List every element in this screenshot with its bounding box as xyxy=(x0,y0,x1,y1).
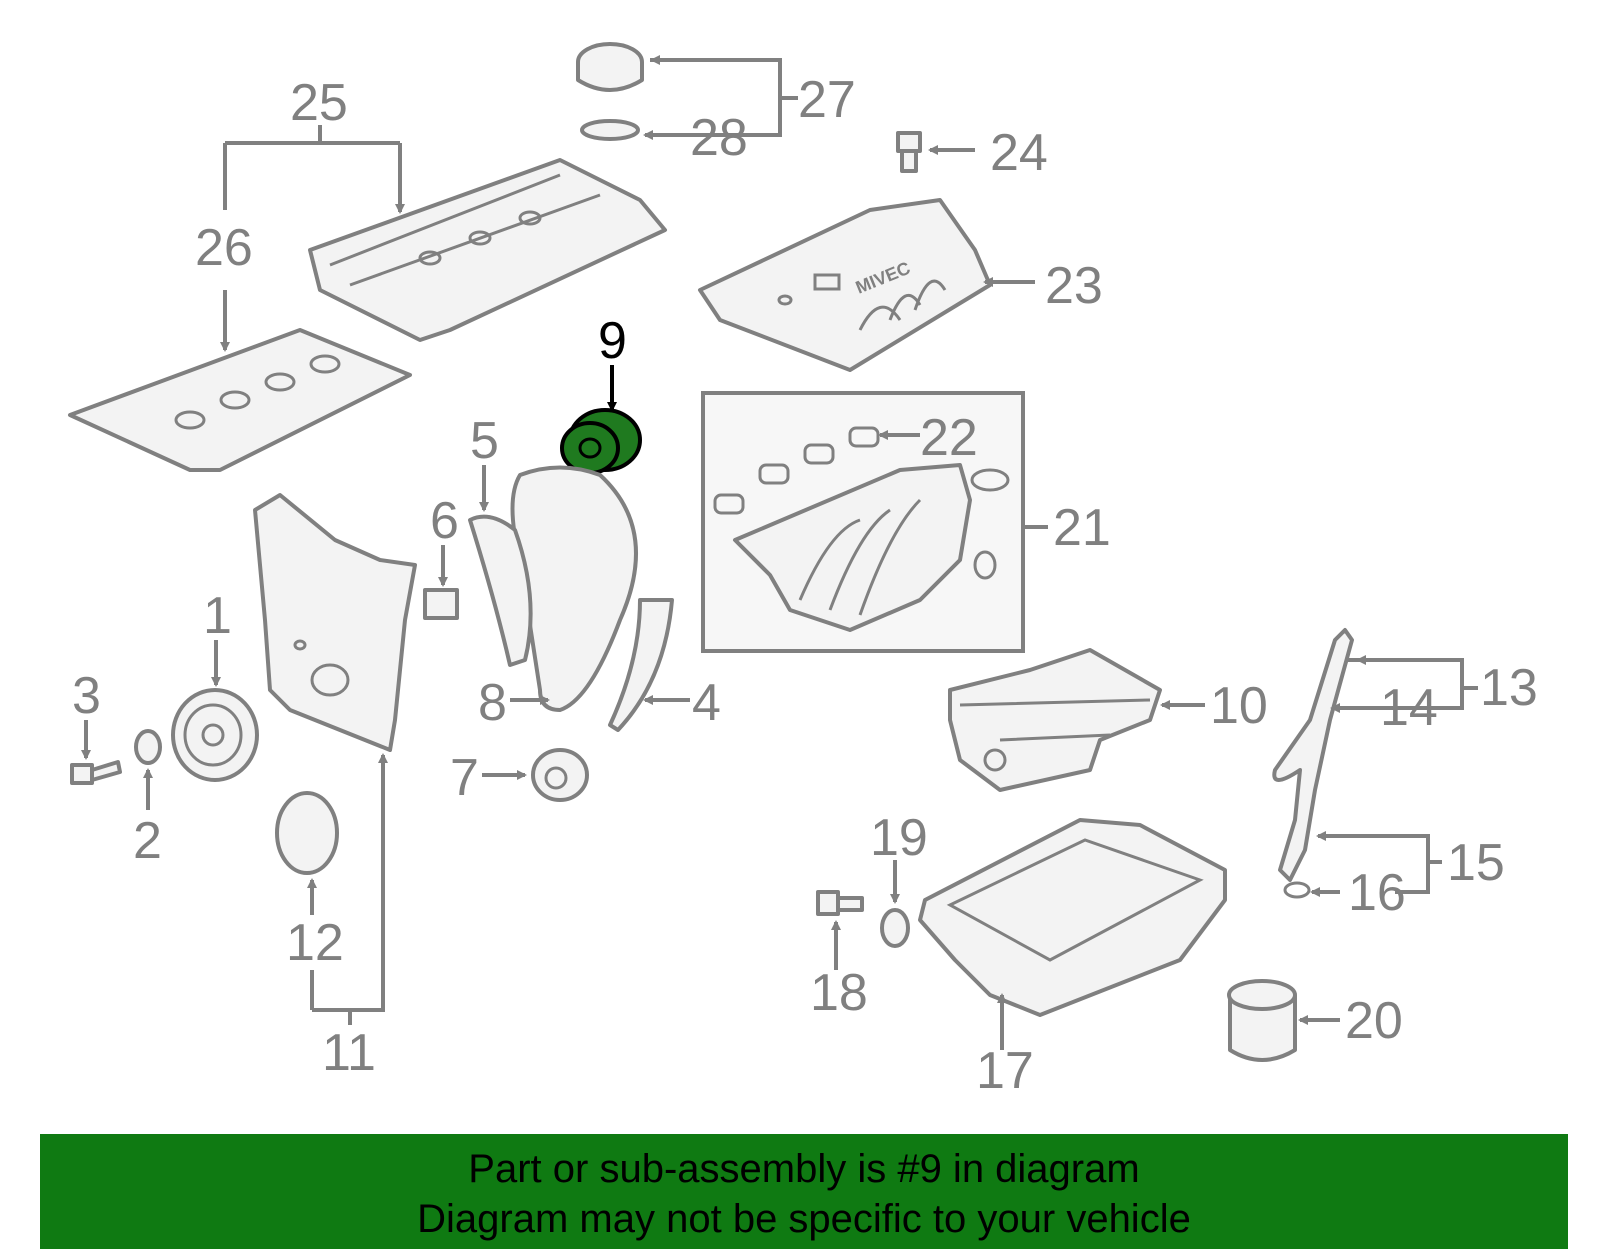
label-27: 27 xyxy=(798,71,856,129)
label-1: 1 xyxy=(203,587,232,645)
crank-sprocket-part xyxy=(531,748,589,802)
label-8: 8 xyxy=(478,674,507,732)
drain-washer-part xyxy=(880,908,910,948)
label-17: 17 xyxy=(976,1042,1034,1100)
label-20: 20 xyxy=(1345,992,1403,1050)
cover-bolt-part xyxy=(896,131,922,173)
oil-filler-cap-part xyxy=(576,42,644,141)
label-2: 2 xyxy=(133,812,162,870)
chain-guide-4-part xyxy=(608,598,674,732)
crank-pulley-part xyxy=(171,688,259,782)
timing-cover-part xyxy=(253,493,417,752)
label-18: 18 xyxy=(810,964,868,1022)
intake-manifold-part xyxy=(713,426,1010,632)
label-25: 25 xyxy=(290,74,348,132)
label-9: 9 xyxy=(598,312,627,370)
washer-part xyxy=(134,729,162,765)
highlighted-part-9[interactable] xyxy=(560,408,642,475)
label-24: 24 xyxy=(990,124,1048,182)
valve-cover-part xyxy=(308,158,667,342)
label-4: 4 xyxy=(692,674,721,732)
engine-cover-part xyxy=(698,198,992,372)
chain-guide-5-part xyxy=(468,514,533,667)
tensioner-6-part xyxy=(423,588,459,620)
label-16: 16 xyxy=(1348,864,1406,922)
valve-cover-gasket-part xyxy=(68,328,412,472)
label-28: 28 xyxy=(690,109,748,167)
oil-filter-part xyxy=(1227,979,1297,1062)
label-14: 14 xyxy=(1380,679,1438,737)
banner-line-2: Diagram may not be specific to your vehi… xyxy=(417,1197,1191,1241)
dipstick-part xyxy=(1272,628,1354,899)
label-6: 6 xyxy=(430,492,459,550)
label-21: 21 xyxy=(1053,499,1111,557)
label-13: 13 xyxy=(1480,659,1538,717)
label-22: 22 xyxy=(920,409,978,467)
banner-line-1: Part or sub-assembly is #9 in diagram xyxy=(468,1147,1140,1191)
pulley-bolt-part xyxy=(70,760,122,785)
oil-pan-part xyxy=(918,818,1227,1017)
label-23: 23 xyxy=(1045,257,1103,315)
label-3: 3 xyxy=(72,667,101,725)
label-12: 12 xyxy=(286,914,344,972)
label-19: 19 xyxy=(870,809,928,867)
label-10: 10 xyxy=(1210,677,1268,735)
crank-seal-part xyxy=(275,791,339,875)
label-5: 5 xyxy=(470,412,499,470)
balancer-assembly-part xyxy=(948,648,1162,792)
drain-plug-part xyxy=(816,890,864,916)
label-26: 26 xyxy=(195,219,253,277)
label-7: 7 xyxy=(450,749,479,807)
info-banner: Part or sub-assembly is #9 in diagram Di… xyxy=(40,1134,1568,1249)
label-11: 11 xyxy=(322,1024,376,1082)
label-15: 15 xyxy=(1447,834,1505,892)
